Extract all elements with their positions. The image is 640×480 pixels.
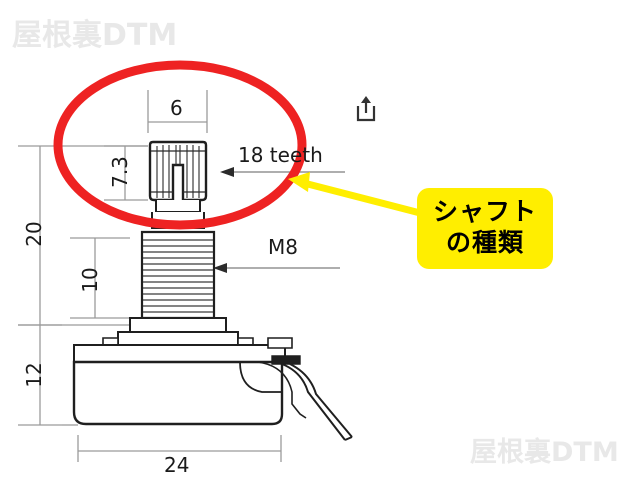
dim-label-shaft-width: 6 xyxy=(170,96,183,120)
potentiometer-body xyxy=(72,317,353,441)
watermark-bottom-right: 屋根裏DTM xyxy=(470,437,619,468)
dim-label-body-width: 24 xyxy=(164,453,190,477)
share-icon[interactable] xyxy=(356,96,376,122)
dim-label-overall-upper-height: 20 xyxy=(22,221,46,247)
dim-label-bushing-height: 10 xyxy=(78,267,102,293)
threaded-bushing xyxy=(140,230,216,320)
watermark-top-left: 屋根裏DTM xyxy=(12,18,178,53)
callout-line-1: シャフト xyxy=(432,197,537,226)
callout-line-2: の種類 xyxy=(445,228,524,258)
highlight-ellipse xyxy=(53,60,307,230)
dim-label-shaft-height: 7.3 xyxy=(108,156,132,188)
annotation-18-teeth: 18 teeth xyxy=(238,143,323,167)
leader-lines xyxy=(215,171,345,269)
shaft-type-callout: シャフト の種類 xyxy=(417,188,553,269)
annotation-m8: M8 xyxy=(268,235,298,259)
dim-label-body-height: 12 xyxy=(22,362,46,388)
callout-arrow xyxy=(288,172,428,218)
leader-arrowheads xyxy=(213,167,234,273)
potentiometer-shaft xyxy=(148,140,208,229)
